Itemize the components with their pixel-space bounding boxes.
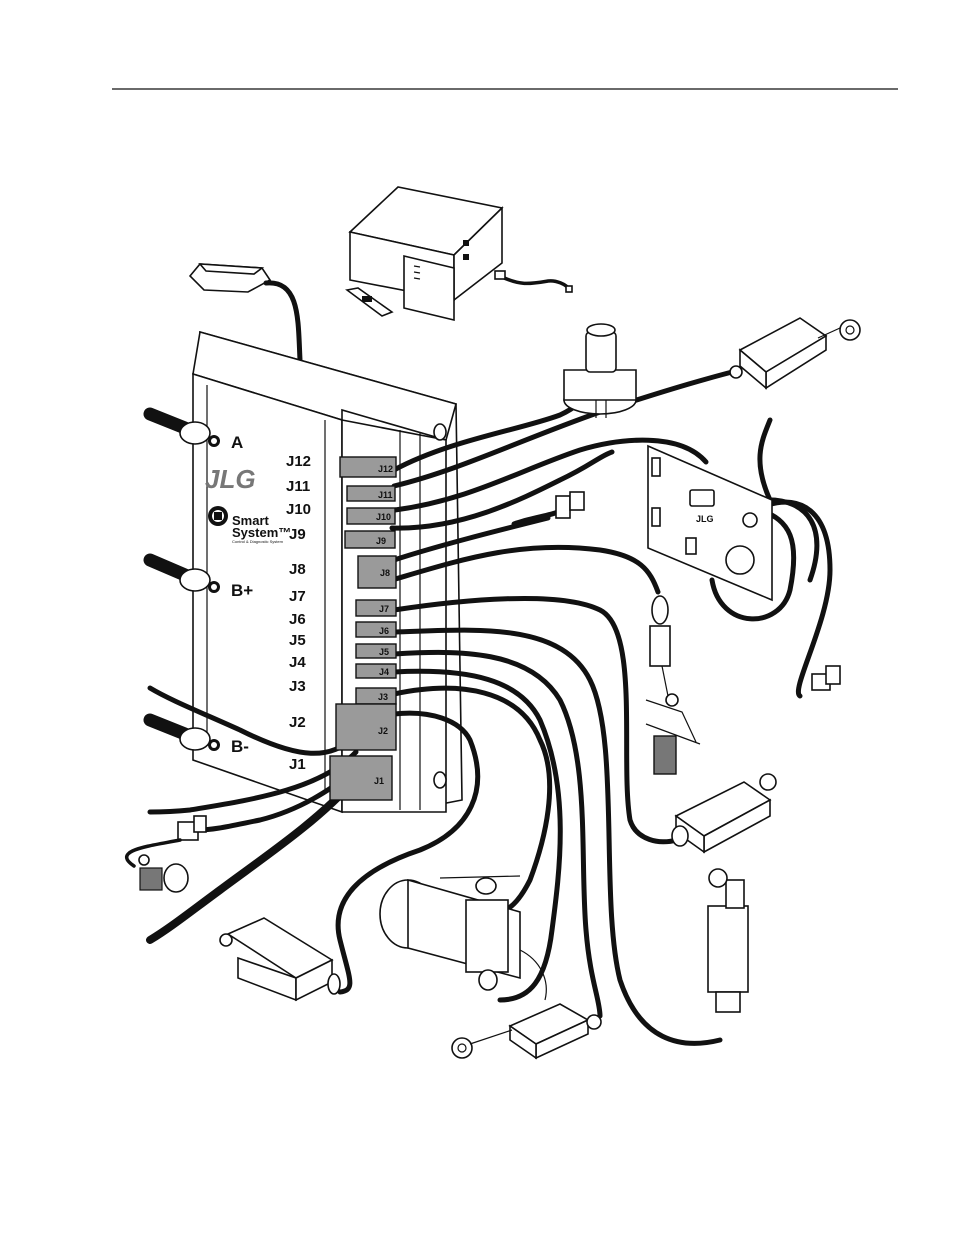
connector-label: J9 [376,536,386,546]
connector-label: J3 [378,692,388,702]
jlg-logo-text: JLG [205,464,256,494]
jack-label: J1 [289,756,306,773]
connector-label: J6 [379,626,389,636]
connector-j9: J9 [345,531,395,548]
motor-assembly [564,324,636,418]
jack-label: J9 [289,526,306,543]
smart-system-logo [208,506,228,526]
control-box-module [347,187,572,320]
limit-switch-bottom-left [220,918,340,1000]
connector-j7: J7 [356,600,396,616]
limit-switch-right [672,774,776,852]
connector-j10: J10 [347,508,395,524]
smart-system-line2: System™ [232,525,291,540]
jack-label: J11 [286,478,310,495]
connector-label: J2 [378,726,388,736]
connector-j12: J12 [340,457,396,477]
post-label-bplus: B+ [231,581,253,600]
connector-j6: J6 [356,622,396,637]
connector-j3: J3 [356,688,396,704]
mount-bracket [646,700,700,774]
connector-label: J1 [374,776,384,786]
jack-label: J8 [289,561,306,578]
limit-switch-vertical [708,869,748,1012]
jack-label: J12 [286,453,311,470]
jack-label: J2 [289,714,306,731]
rod-switch [650,596,678,706]
post-label-bminus: B- [231,737,249,756]
control-panel: JLG [648,446,772,600]
connector-j4: J4 [356,664,396,678]
valve-assembly [127,816,206,892]
connector-label: J8 [380,568,390,578]
connector-label: J12 [378,464,393,474]
connector-label: J5 [379,647,389,657]
connector-label: J7 [379,604,389,614]
post-label-a: A [231,433,243,452]
connector-j11: J11 [347,486,395,501]
connector-label: J10 [376,512,391,522]
limit-switch-bottom [452,1004,601,1058]
connector-label: J11 [378,490,393,500]
connector-j2: J2 [336,704,396,750]
jack-label: J3 [289,678,306,695]
limit-switch-upper-right [730,318,860,388]
jack-label: J5 [289,632,306,649]
connector-j1: J1 [330,756,392,800]
jack-label: J10 [286,501,311,518]
jack-label: J6 [289,611,306,628]
inline-plug-mid [556,492,584,518]
connector-label: J4 [379,667,389,677]
connector-j5: J5 [356,644,396,658]
panel-logo: JLG [696,514,714,524]
smart-system-tagline: Control & Diagnostic System [232,539,284,544]
jack-label: J4 [289,654,306,671]
inline-plug-right [812,666,840,690]
jack-label: J7 [289,588,306,605]
connector-j8: J8 [358,556,396,588]
